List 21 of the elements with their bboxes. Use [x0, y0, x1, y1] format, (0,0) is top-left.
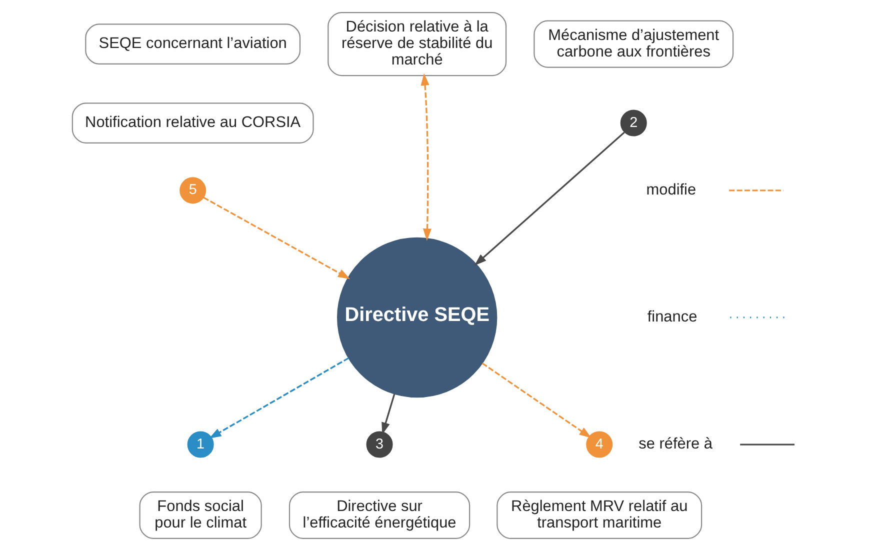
node-circle: 3	[366, 431, 393, 458]
arrow	[382, 394, 396, 435]
node-circle: 1	[187, 431, 214, 458]
node-circle: 4	[586, 431, 613, 458]
node-box: SEQE concernant l’aviation	[85, 24, 301, 64]
legend-label: modifie	[646, 182, 696, 199]
arrow	[482, 362, 592, 438]
node-box: Décision relative à la réserve de stabilité du marché	[328, 12, 507, 76]
arrow	[203, 196, 350, 280]
node-box: Fonds social pour le climat	[139, 491, 262, 539]
node-circle: 2	[620, 110, 647, 136]
node-circle: 5	[180, 177, 206, 204]
arrow	[474, 132, 625, 266]
node-box: Directive sur l’efficacité énergétique	[288, 491, 470, 539]
arrow	[420, 73, 432, 241]
legend-label: finance	[647, 308, 698, 326]
node-box: Notification relative au CORSIA	[72, 102, 314, 144]
node-box: Mécanisme d’ajustement carbone aux frontières	[534, 20, 734, 68]
legend-label: se réfère à	[638, 436, 713, 453]
node-box: Règlement MRV relatif au transport maritime	[496, 491, 702, 539]
arrow	[209, 357, 349, 439]
